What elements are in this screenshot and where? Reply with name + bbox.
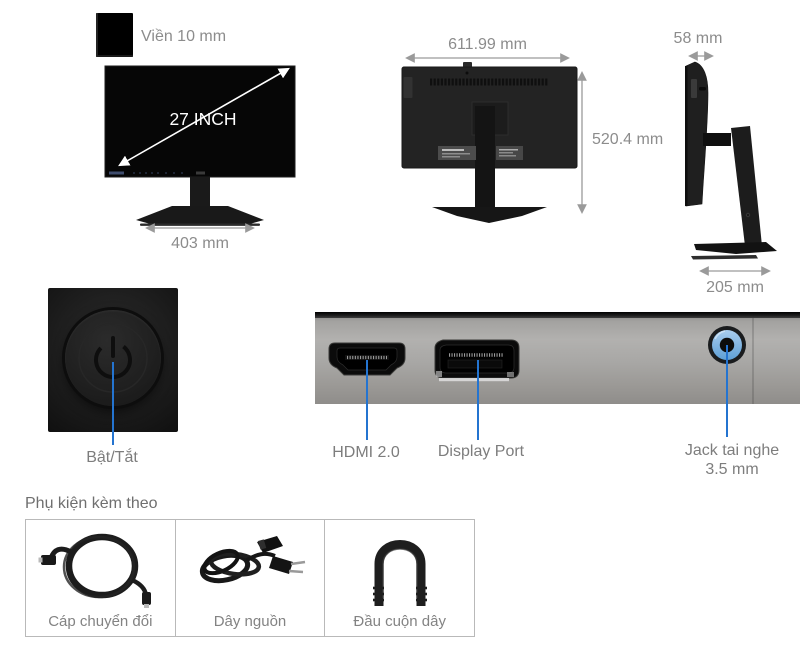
side-depth-label: 58 mm bbox=[673, 30, 723, 47]
hdmi-pointer-line bbox=[366, 360, 368, 440]
displayport-port bbox=[434, 339, 520, 382]
power-cord-image bbox=[176, 526, 325, 606]
side-base-arrow bbox=[699, 266, 771, 276]
accessory-label: Dây nguồn bbox=[213, 613, 287, 630]
ports-panel bbox=[315, 312, 800, 404]
displayport-label: Display Port bbox=[437, 443, 525, 460]
jack-label: Jack tai nghe 3.5 mm bbox=[674, 441, 790, 479]
back-width-arrow bbox=[405, 53, 570, 63]
accessory-cell-power-cord: Dây nguồn bbox=[174, 520, 325, 636]
side-base-label: 205 mm bbox=[706, 279, 764, 296]
monitor-side-view bbox=[685, 61, 777, 260]
power-icon bbox=[78, 323, 148, 393]
jack-label-line2: 3.5 mm bbox=[705, 461, 759, 478]
front-width-arrow bbox=[145, 223, 255, 233]
screen-size-label: 27 INCH bbox=[169, 109, 236, 129]
back-logo-tag bbox=[403, 77, 413, 98]
accessories-heading: Phụ kiện kèm theo bbox=[25, 495, 158, 512]
accessory-cell-adapter-cable: Cáp chuyển đổi bbox=[26, 520, 175, 636]
monitor-back-view bbox=[401, 62, 578, 223]
adapter-cable-image bbox=[26, 526, 175, 610]
monitor-front-view: 27 INCH bbox=[104, 65, 296, 226]
front-logo-mark bbox=[109, 171, 124, 175]
front-width-label: 403 mm bbox=[171, 235, 229, 252]
back-height-arrow bbox=[577, 71, 587, 214]
side-depth-arrow bbox=[688, 51, 714, 61]
bezel-thumbnail bbox=[96, 13, 133, 57]
accessories-grid: Cáp chuyển đổi Dây nguồn bbox=[25, 519, 475, 637]
accessory-label: Cáp chuyển đổi bbox=[48, 613, 153, 630]
displayport-pointer-line bbox=[477, 360, 479, 440]
power-label: Bật/Tắt bbox=[86, 449, 138, 466]
side-logo-tag bbox=[691, 79, 697, 98]
jack-pointer-line bbox=[726, 345, 728, 437]
accessory-cell-cable-holder: Đầu cuộn dây bbox=[324, 520, 474, 636]
diagonal-arrow bbox=[118, 67, 290, 167]
power-pointer-line bbox=[112, 362, 114, 445]
back-width-label: 611.99 mm bbox=[448, 36, 527, 53]
hdmi-port bbox=[328, 342, 406, 376]
cable-holder-image bbox=[325, 526, 474, 612]
bezel-label: Viền 10 mm bbox=[141, 28, 227, 45]
hdmi-label: HDMI 2.0 bbox=[332, 444, 400, 461]
jack-label-line1: Jack tai nghe bbox=[684, 442, 780, 459]
accessory-label: Đầu cuộn dây bbox=[353, 613, 446, 630]
back-height-label: 520.4 mm bbox=[592, 131, 664, 148]
